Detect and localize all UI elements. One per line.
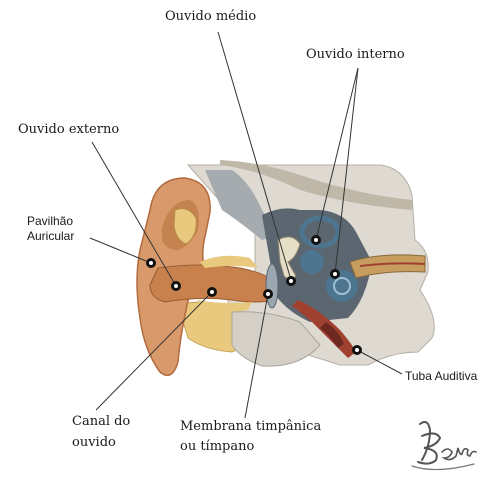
label-membrana-line2: ou tímpano xyxy=(180,439,255,454)
marker-tuba xyxy=(352,345,362,355)
leader-lines xyxy=(89,31,403,419)
upper-tissue xyxy=(220,160,412,210)
lower-bone xyxy=(231,311,321,367)
cochlea-spiral xyxy=(333,277,351,295)
semicircular-canal xyxy=(299,215,341,249)
vestibule xyxy=(300,250,324,274)
line-canal xyxy=(95,291,213,411)
nerve-red xyxy=(359,262,426,267)
concha-cartilage xyxy=(173,208,197,245)
line-pavilhao xyxy=(89,237,152,264)
marker-ouvido-interno-1 xyxy=(311,235,321,245)
auditory-tube-muscle xyxy=(320,322,344,348)
marker-canal xyxy=(207,287,217,297)
label-pavilhao-line1: Pavilhão xyxy=(27,214,74,228)
marker-ouvido-medio xyxy=(286,276,296,286)
label-ouvido-externo: Ouvido externo xyxy=(18,122,120,137)
marker-pavilhao xyxy=(146,258,156,268)
line-ouvido-externo xyxy=(91,141,177,287)
label-membrana-line1: Membrana timpânica xyxy=(180,419,322,434)
line-ouvido-medio xyxy=(217,31,292,281)
tympanic-membrane xyxy=(265,263,279,309)
markers xyxy=(146,235,362,355)
marker-ouvido-interno-2 xyxy=(330,269,340,279)
line-tuba xyxy=(356,349,403,375)
artist-signature-logo xyxy=(411,421,477,471)
line-membrana xyxy=(244,293,269,419)
canal-cartilage-top xyxy=(200,255,258,268)
bone-shadow-upper xyxy=(205,170,278,240)
ear-canal xyxy=(149,264,277,303)
label-canal-line2: ouvido xyxy=(72,435,116,450)
label-ouvido-interno: Ouvido interno xyxy=(306,47,405,62)
line-ouvido-interno-1 xyxy=(315,67,359,241)
marker-ouvido-externo xyxy=(171,281,181,291)
auditory-nerve xyxy=(349,254,426,279)
label-ouvido-medio: Ouvido médio xyxy=(165,9,257,24)
label-pavilhao-line2: Auricular xyxy=(27,229,75,243)
canal-cartilage-bottom xyxy=(198,300,252,312)
marker-membrana xyxy=(263,289,273,299)
label-canal-line1: Canal do xyxy=(72,414,131,429)
line-ouvido-interno-2 xyxy=(334,67,359,275)
label-tuba-auditiva: Tuba Auditiva xyxy=(405,369,478,383)
